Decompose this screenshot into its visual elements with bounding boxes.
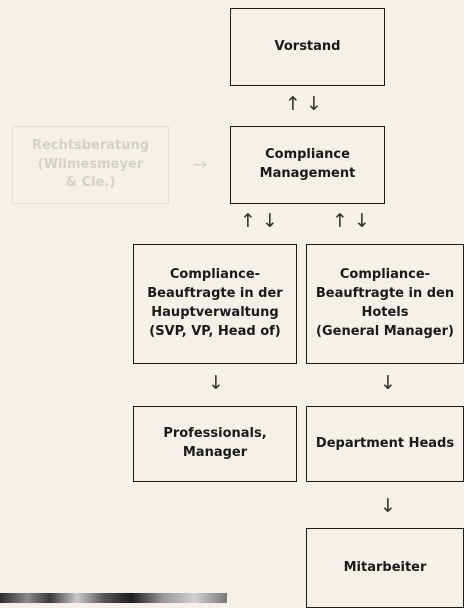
node-mitarbeiter-label: Mitarbeiter [343, 559, 427, 575]
node-compliance-management: Compliance Management [230, 126, 385, 204]
arrow-down-icon: ↓ [354, 210, 370, 232]
photo-strip [0, 593, 227, 603]
arrow-down-icon: ↓ [380, 495, 396, 517]
arrow-down-icon: ↓ [262, 210, 278, 232]
node-rechtsberatung-label: Rechtsberatung (Wilmesmeyer & Cie.) [31, 137, 150, 191]
node-professionals-manager-label: Professionals, Manager [163, 426, 267, 460]
node-department-heads: Department Heads [306, 406, 464, 482]
node-beauftragte-hauptverwaltung: Compliance- Beauftragte in der Hauptverw… [133, 244, 297, 364]
node-vorstand: Vorstand [230, 8, 385, 86]
arrow-down-icon: ↓ [380, 372, 396, 394]
arrow-up-icon: ↑ [240, 210, 256, 232]
node-rechtsberatung: Rechtsberatung (Wilmesmeyer & Cie.) [12, 126, 169, 204]
arrow-down-icon: ↓ [208, 372, 224, 394]
node-mitarbeiter: Mitarbeiter [306, 528, 464, 608]
node-professionals-manager: Professionals, Manager [133, 406, 297, 482]
node-beauftragte-hotels: Compliance- Beauftragte in den Hotels (G… [306, 244, 464, 364]
node-department-heads-label: Department Heads [315, 435, 455, 451]
arrow-down-icon: ↓ [306, 93, 322, 115]
arrow-up-icon: ↑ [285, 93, 301, 115]
node-vorstand-label: Vorstand [274, 38, 341, 54]
arrow-up-icon: ↑ [332, 210, 348, 232]
node-compliance-management-label: Compliance Management [259, 147, 356, 181]
node-beauftragte-hotels-label: Compliance- Beauftragte in den Hotels (G… [315, 267, 455, 339]
arrow-right-icon: → [192, 155, 208, 175]
node-beauftragte-hauptverwaltung-label: Compliance- Beauftragte in der Hauptverw… [147, 267, 283, 339]
